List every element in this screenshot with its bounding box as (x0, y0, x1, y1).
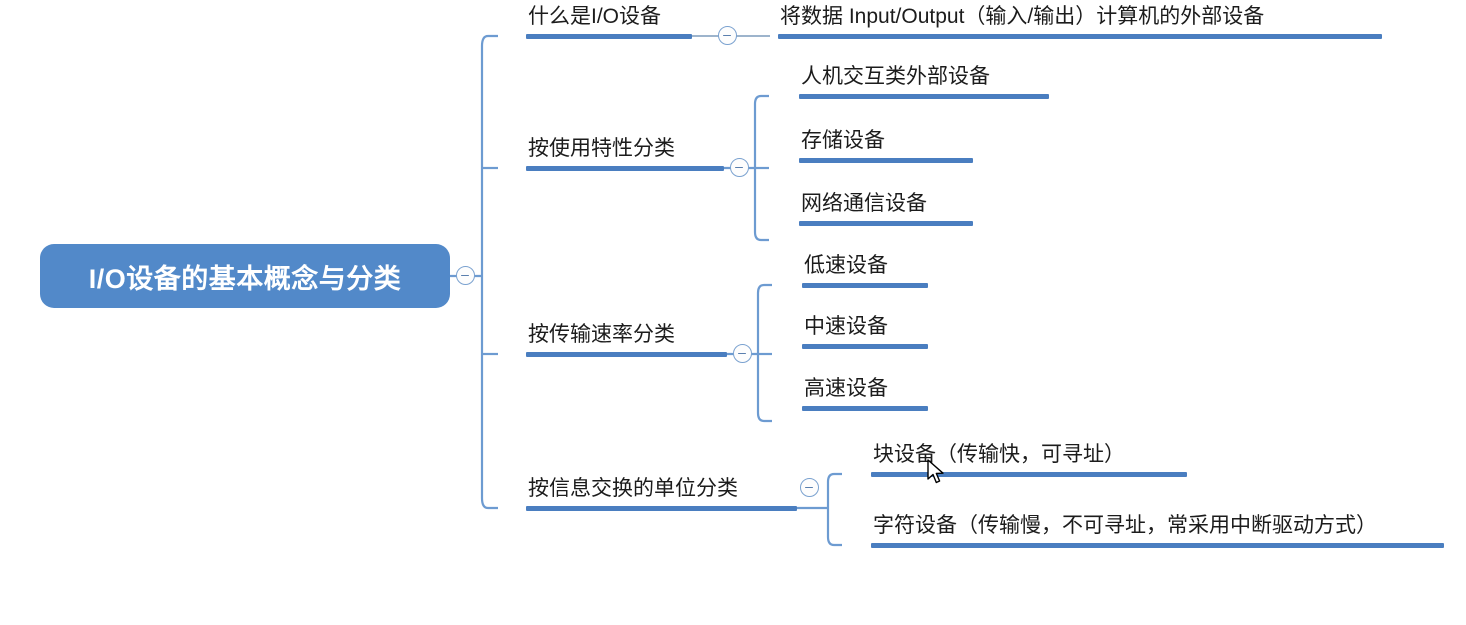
leaf-node-human-computer-interaction-device[interactable]: 人机交互类外部设备 (799, 63, 1049, 99)
branch-node-label: 按传输速率分类 (528, 323, 675, 346)
root-node-label: I/O设备的基本概念与分类 (88, 263, 402, 294)
leaf-node-io-device-definition[interactable]: 将数据 Input/Output（输入/输出）计算机的外部设备 (778, 3, 1382, 39)
branch-node-label: 按使用特性分类 (528, 137, 675, 160)
collapse-minus-circle-icon-branch-1[interactable] (718, 26, 737, 45)
root-node[interactable]: I/O设备的基本概念与分类 (40, 244, 450, 308)
node-underline (526, 166, 724, 171)
node-underline (778, 34, 1382, 39)
branch-node-label: 按信息交换的单位分类 (528, 477, 738, 500)
leaf-node-label: 人机交互类外部设备 (801, 65, 990, 88)
leaf-node-high-speed-device[interactable]: 高速设备 (802, 375, 928, 411)
leaf-node-label: 低速设备 (804, 254, 888, 277)
collapse-minus-circle-icon-root[interactable] (456, 266, 475, 285)
leaf-node-label: 字符设备（传输慢，不可寻址，常采用中断驱动方式） (873, 514, 1377, 537)
branch-node-by-transmission-rate[interactable]: 按传输速率分类 (526, 321, 727, 357)
node-underline (526, 352, 727, 357)
leaf-node-label: 将数据 Input/Output（输入/输出）计算机的外部设备 (780, 5, 1265, 28)
node-underline (799, 221, 973, 226)
branch-node-what-is-io-device[interactable]: 什么是I/O设备 (526, 3, 692, 39)
leaf-node-label: 网络通信设备 (801, 192, 927, 215)
leaf-node-block-device[interactable]: 块设备（传输快，可寻址） (871, 441, 1187, 477)
branch-node-label: 什么是I/O设备 (528, 5, 662, 28)
node-underline (802, 344, 928, 349)
leaf-node-network-communication-device[interactable]: 网络通信设备 (799, 190, 973, 226)
leaf-node-character-device[interactable]: 字符设备（传输慢，不可寻址，常采用中断驱动方式） (871, 512, 1444, 548)
branch-node-by-information-exchange-unit[interactable]: 按信息交换的单位分类 (526, 475, 797, 511)
node-underline (871, 472, 1187, 477)
node-underline (802, 406, 928, 411)
node-underline (526, 506, 797, 511)
leaf-node-storage-device[interactable]: 存储设备 (799, 127, 973, 163)
leaf-node-label: 中速设备 (804, 315, 888, 338)
node-underline (871, 543, 1444, 548)
node-underline (526, 34, 692, 39)
node-underline (799, 94, 1049, 99)
leaf-node-label: 存储设备 (801, 129, 885, 152)
leaf-node-label: 块设备（传输快，可寻址） (873, 443, 1125, 466)
leaf-node-medium-speed-device[interactable]: 中速设备 (802, 313, 928, 349)
collapse-minus-circle-icon-branch-4[interactable] (800, 478, 819, 497)
leaf-node-low-speed-device[interactable]: 低速设备 (802, 252, 928, 288)
node-underline (802, 283, 928, 288)
branch-node-by-usage-characteristics[interactable]: 按使用特性分类 (526, 135, 724, 171)
collapse-minus-circle-icon-branch-2[interactable] (730, 158, 749, 177)
collapse-minus-circle-icon-branch-3[interactable] (733, 344, 752, 363)
node-underline (799, 158, 973, 163)
leaf-node-label: 高速设备 (804, 377, 888, 400)
